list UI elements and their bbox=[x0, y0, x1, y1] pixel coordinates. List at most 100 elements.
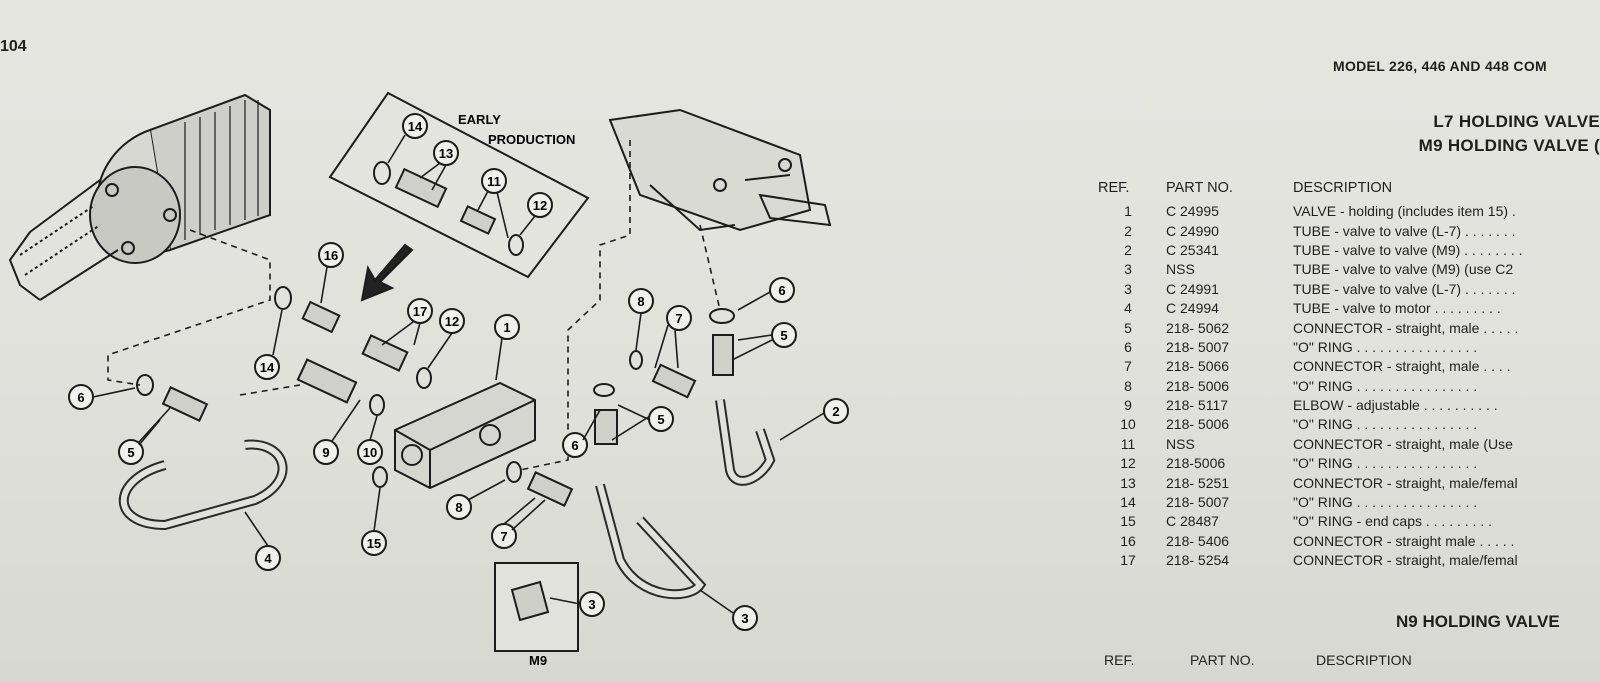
row-ref: 15 bbox=[1120, 513, 1136, 530]
svg-text:14: 14 bbox=[408, 119, 423, 134]
svg-text:17: 17 bbox=[413, 304, 427, 319]
callout-17: 17 bbox=[407, 298, 433, 324]
svg-text:2: 2 bbox=[832, 404, 839, 419]
svg-text:11: 11 bbox=[487, 174, 501, 189]
callout-2: 2 bbox=[823, 398, 849, 424]
callout-1: 1 bbox=[494, 314, 520, 340]
row-desc: VALVE - holding (includes item 15) . bbox=[1293, 203, 1516, 220]
holding-valve-top bbox=[608, 108, 832, 232]
svg-text:8: 8 bbox=[455, 500, 462, 515]
row-part: 218- 5251 bbox=[1166, 474, 1230, 491]
footer-header-ref: REF. bbox=[1104, 652, 1135, 668]
callout-5c: 5 bbox=[648, 406, 674, 432]
exploded-parts-diagram: 14 13 11 12 16 17 12 1 6 7 8 6 5 14 6 5 … bbox=[8, 91, 849, 668]
callout-8a: 8 bbox=[628, 288, 654, 314]
svg-text:7: 7 bbox=[675, 311, 682, 326]
section-title-m9: M9 HOLDING VALVE ( bbox=[1418, 136, 1600, 155]
row-desc: CONNECTOR - straight, male . . . . bbox=[1293, 358, 1511, 375]
row-desc: "O" RING . . . . . . . . . . . . . . . . bbox=[1293, 494, 1478, 511]
row-ref: 10 bbox=[1120, 416, 1136, 433]
row-part: C 28487 bbox=[1166, 513, 1219, 530]
footer-header-part-no: PART NO. bbox=[1190, 652, 1255, 668]
row-ref: 17 bbox=[1120, 552, 1136, 569]
row-ref: 3 bbox=[1124, 280, 1132, 297]
row-ref: 11 bbox=[1120, 435, 1136, 452]
production-label: PRODUCTION bbox=[488, 132, 575, 147]
row-desc: CONNECTOR - straight male . . . . . bbox=[1293, 532, 1515, 549]
row-part: NSS bbox=[1166, 261, 1195, 278]
row-part: 218- 5062 bbox=[1166, 319, 1230, 336]
row-part: 218- 5006 bbox=[1166, 416, 1230, 433]
table-row: 13 218- 5251 CONNECTOR - straight, male/fe… bbox=[1098, 473, 1600, 492]
row-ref: 8 bbox=[1124, 377, 1132, 394]
svg-text:5: 5 bbox=[657, 412, 664, 427]
row-desc: TUBE - valve to valve (M9) . . . . . . .… bbox=[1293, 241, 1523, 258]
header-part-no: PART NO. bbox=[1166, 180, 1233, 196]
row-part: C 24991 bbox=[1166, 280, 1219, 297]
section-title-n9: N9 HOLDING VALVE bbox=[1396, 612, 1560, 631]
callout-5b: 5 bbox=[118, 439, 144, 465]
callout-6b: 6 bbox=[68, 384, 94, 410]
row-ref: 9 bbox=[1124, 397, 1132, 414]
row-desc: "O" RING . . . . . . . . . . . . . . . . bbox=[1293, 416, 1478, 433]
row-part: 218- 5007 bbox=[1166, 338, 1230, 355]
svg-text:3: 3 bbox=[588, 597, 595, 612]
row-desc: "O" RING . . . . . . . . . . . . . . . . bbox=[1293, 455, 1478, 472]
row-ref: 6 bbox=[1124, 338, 1132, 355]
early-label: EARLY bbox=[458, 112, 501, 127]
callout-13: 13 bbox=[433, 140, 459, 166]
row-desc: TUBE - valve to motor . . . . . . . . . bbox=[1293, 300, 1501, 317]
row-desc: CONNECTOR - straight, male/femal bbox=[1293, 474, 1518, 491]
svg-text:4: 4 bbox=[264, 551, 272, 566]
header-ref: REF. bbox=[1098, 180, 1130, 196]
row-part: C 24994 bbox=[1166, 300, 1219, 317]
row-desc: CONNECTOR - straight, male (Use bbox=[1293, 435, 1513, 452]
svg-text:3: 3 bbox=[741, 611, 748, 626]
row-desc: ELBOW - adjustable . . . . . . . . . . bbox=[1293, 397, 1498, 414]
svg-text:9: 9 bbox=[322, 445, 329, 460]
row-ref: 7 bbox=[1124, 358, 1132, 375]
svg-text:16: 16 bbox=[324, 248, 338, 263]
callout-3b: 3 bbox=[579, 591, 605, 617]
callout-3a: 3 bbox=[732, 605, 758, 631]
callout-14b: 14 bbox=[254, 354, 280, 380]
svg-text:12: 12 bbox=[445, 314, 459, 329]
row-part: 218- 5007 bbox=[1166, 494, 1230, 511]
header-description: DESCRIPTION bbox=[1293, 180, 1393, 196]
hydraulic-motor bbox=[8, 93, 271, 301]
row-part: C 24990 bbox=[1166, 222, 1219, 239]
callout-4: 4 bbox=[255, 545, 281, 571]
callout-14a: 14 bbox=[402, 113, 428, 139]
row-part: NSS bbox=[1166, 435, 1195, 452]
callouts: 14 13 11 12 16 17 12 1 6 7 8 6 5 14 6 5 … bbox=[68, 113, 849, 631]
row-ref: 4 bbox=[1124, 300, 1132, 317]
row-ref: 13 bbox=[1120, 474, 1136, 491]
row-ref: 2 bbox=[1124, 241, 1132, 258]
callout-7b: 7 bbox=[491, 523, 517, 549]
valve-block bbox=[394, 381, 536, 490]
row-ref: 12 bbox=[1120, 455, 1136, 472]
callout-9: 9 bbox=[313, 439, 339, 465]
row-ref: 14 bbox=[1120, 494, 1136, 511]
row-desc: "O" RING . . . . . . . . . . . . . . . . bbox=[1293, 338, 1478, 355]
row-ref: 1 bbox=[1124, 203, 1132, 220]
svg-text:1: 1 bbox=[503, 320, 510, 335]
callout-10: 10 bbox=[357, 439, 383, 465]
row-ref: 2 bbox=[1124, 222, 1132, 239]
callout-6c: 6 bbox=[562, 432, 588, 458]
svg-text:7: 7 bbox=[500, 529, 507, 544]
row-ref: 16 bbox=[1120, 532, 1136, 549]
row-ref: 3 bbox=[1124, 261, 1132, 278]
